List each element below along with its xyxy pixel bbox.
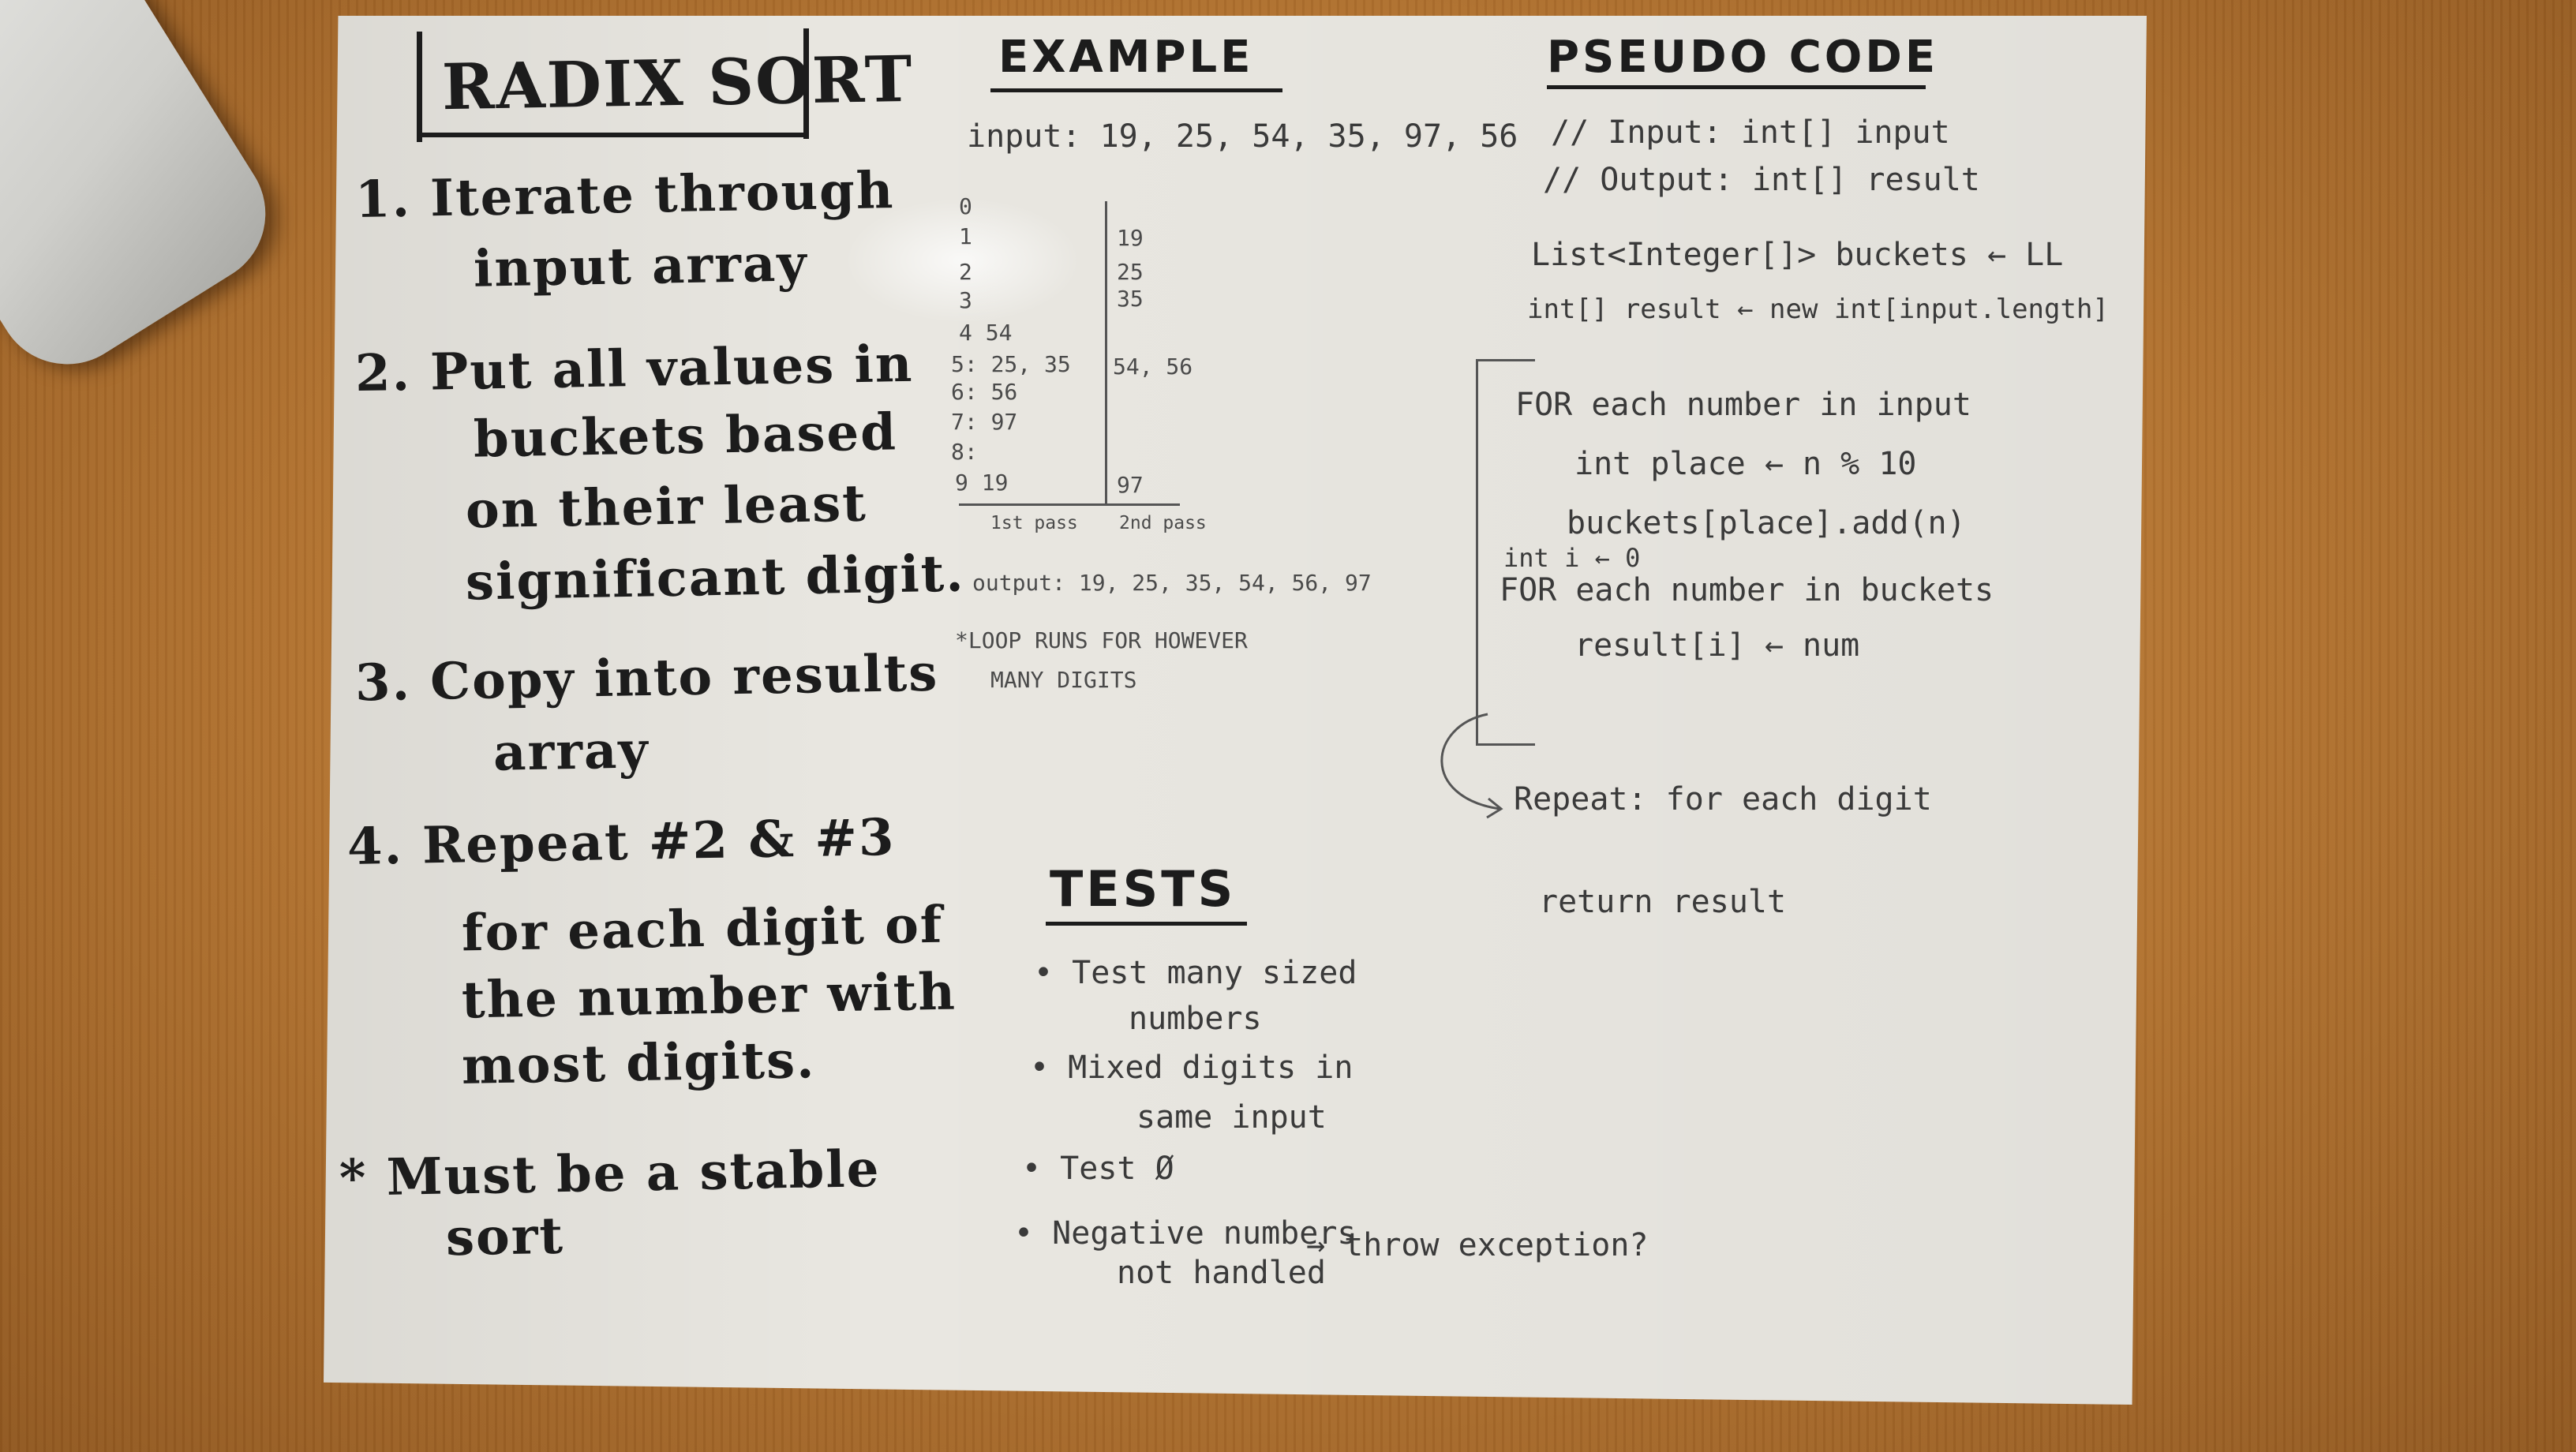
step-line: most digits. [461,1031,816,1096]
test-item: • Mixed digits in [1030,1050,1354,1086]
paper-shading [324,16,2147,1405]
bucket-row: 1 [959,223,972,249]
loop-bracket-side [1476,359,1478,746]
example-note: *LOOP RUNS FOR HOWEVER [955,627,1248,653]
bucket-baseline [959,503,1180,506]
tests-heading: TESTS [1050,860,1237,918]
bucket-row-2nd: 97 [1117,472,1144,498]
bucket-row: 0 [959,193,972,219]
step-line: significant digit. [465,544,966,612]
test-item: • Test many sized [1034,955,1357,991]
bucket-row: 6: 56 [951,379,1018,405]
example-note: MANY DIGITS [990,667,1137,693]
test-item: not handled [1117,1255,1326,1291]
pseudocode-line: int[] result ← new int[input.length] [1527,294,2109,325]
pseudocode-line: result[i] ← num [1574,627,1860,664]
test-item: → throw exception? [1306,1227,1649,1263]
title-box-bottom [422,133,805,137]
bucket-row-2nd: 25 [1117,259,1144,285]
bucket-row: 3 [959,287,972,313]
bucket-row-2nd: 54, 56 [1113,354,1193,380]
repeat-arrow [1440,713,1503,819]
pseudocode-heading: PSEUDO CODE [1547,32,1939,83]
step-line: 4. Repeat #2 & #3 [346,807,897,878]
step-line: 2. Put all values in [354,334,914,404]
first-pass-label: 1st pass [990,513,1078,533]
step-line: on their least [465,473,868,541]
step-line: buckets based [473,402,898,470]
bucket-row: 2 [959,259,972,285]
test-item: • Negative numbers [1014,1215,1357,1252]
step-line: input array [473,234,809,299]
page-title: RADIX SORT [441,41,915,125]
pseudocode-line: return result [1539,884,1787,920]
example-heading: EXAMPLE [998,32,1254,83]
example-input: input: 19, 25, 54, 35, 97, 56 [967,118,1518,155]
step-line: sort [445,1206,565,1268]
pseudocode-underline [1547,85,1926,89]
loop-bracket-top [1476,359,1535,361]
title-box-right [803,28,809,139]
pseudocode-line: int place ← n % 10 [1574,446,1917,482]
pseudocode-line: FOR each number in buckets [1500,572,1994,608]
bucket-row: 5: 25, 35 [951,351,1071,377]
pseudocode-line: FOR each number in input [1515,387,1971,423]
second-pass-label: 2nd pass [1119,513,1207,533]
example-output: output: 19, 25, 35, 54, 56, 97 [972,570,1372,596]
pseudocode-line: List<Integer[]> buckets ← LL [1531,237,2064,273]
step-line: the number with [461,962,957,1031]
bucket-row: 8: [951,439,978,465]
light-glare [844,197,1081,324]
step-line: 1. Iterate through [354,161,895,230]
step-line: for each digit of [461,895,944,964]
title-box-left [417,32,422,142]
test-item: numbers [1129,1001,1262,1037]
loop-bracket-bottom [1476,743,1535,746]
bucket-row: 4 54 [959,320,1013,346]
paper-sheet [324,16,2147,1405]
pseudocode-line: buckets[place].add(n) [1567,505,1966,541]
pseudocode-line: // Output: int[] result [1543,162,1980,198]
pseudocode-line: Repeat: for each digit [1514,781,1932,818]
bucket-row: 9 19 [955,470,1009,496]
bucket-row: 7: 97 [951,409,1018,435]
bucket-row-2nd: 19 [1117,225,1144,251]
pseudocode-line: // Input: int[] input [1551,114,1950,151]
bucket-row-2nd: 35 [1117,286,1144,312]
test-item: • Test Ø [1022,1151,1174,1187]
pseudocode-line: int i ← 0 [1503,543,1641,573]
bucket-divider [1105,201,1107,505]
step-line: array [492,720,650,783]
step-line: 3. Copy into results [354,643,939,713]
example-underline [990,88,1282,92]
tests-underline [1046,922,1247,926]
test-item: same input [1136,1099,1327,1136]
step-line: * Must be a stable [339,1140,881,1208]
